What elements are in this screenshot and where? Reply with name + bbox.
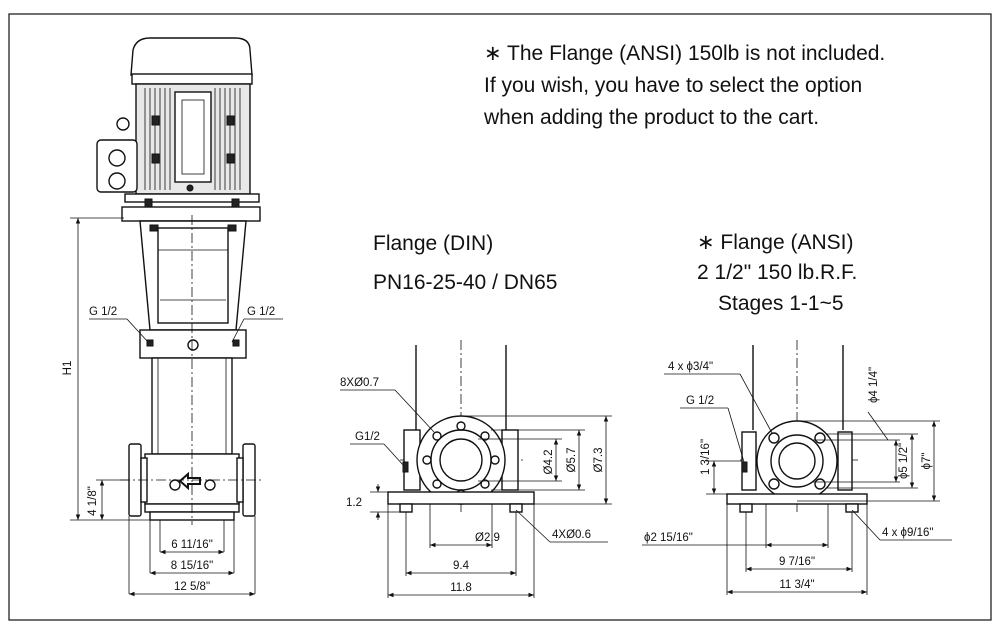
height-label: H1 [62, 361, 74, 376]
drawing-border [8, 13, 992, 621]
din-w1: 9.4 [453, 560, 470, 572]
din-w2: 11.8 [450, 582, 472, 594]
din-bolts-label: 8XØ0.7 [340, 377, 379, 389]
dim-6-11-16: 6 11/16" [171, 539, 213, 551]
ansi-title-2: 2 1/2" 150 lb.R.F. [697, 261, 857, 284]
din-d1: Ø4.2 [543, 450, 555, 475]
port-right-label: G 1/2 [247, 306, 275, 318]
motor-nameplate [174, 91, 212, 183]
ansi-port-label: G 1/2 [686, 395, 714, 407]
ansi-bolt-holes [768, 432, 826, 490]
din-port-label: G1/2 [355, 431, 380, 443]
motor-flange [121, 206, 261, 222]
din-foot-hole: Ø2.9 [475, 532, 500, 544]
ansi-base-holes: 4 x ϕ9/16" [882, 527, 933, 539]
dim-8-15-16: 8 15/16" [171, 560, 213, 572]
dim-12-5-8: 12 5/8" [174, 581, 210, 593]
din-d3: Ø7.3 [593, 448, 605, 473]
motor-cap-rim [131, 73, 253, 85]
note-line-1: ∗ The Flange (ANSI) 150lb is not include… [484, 42, 885, 65]
port-left-label: G 1/2 [89, 306, 117, 318]
din-title-2: PN16-25-40 / DN65 [373, 271, 557, 294]
ansi-d2: ϕ5 1/2" [898, 443, 910, 479]
flow-arrow [178, 471, 201, 491]
ansi-foot-dim: ϕ2 15/16" [644, 532, 693, 544]
ansi-w2: 11 3/4" [779, 579, 814, 591]
din-title-1: Flange (DIN) [373, 232, 493, 255]
ansi-d1: ϕ4 1/4" [868, 367, 880, 403]
note-block: ∗ The Flange (ANSI) 150lb is not include… [483, 42, 885, 129]
ansi-side-height: 1 3/16" [700, 439, 712, 475]
motor-cap [130, 37, 253, 76]
din-flange-view: Flange (DIN) PN16-25-40 / DN65 Ø4.2 [340, 232, 612, 598]
ansi-title-3: Stages 1-1~5 [718, 292, 844, 315]
note-line-2: If you wish, you have to select the opti… [484, 74, 862, 97]
din-base-holes: 4XØ0.6 [552, 529, 591, 541]
ansi-flange-outer [756, 420, 838, 502]
ansi-w1: 9 7/16" [779, 556, 815, 568]
din-d2: Ø5.7 [566, 448, 578, 473]
ansi-d3: ϕ7" [921, 453, 933, 470]
ansi-title-1: ∗ Flange (ANSI) [697, 231, 853, 254]
ansi-flange-view: ∗ Flange (ANSI) 2 1/2" 150 lb.R.F. Stage… [642, 231, 952, 595]
coupling-window [157, 227, 229, 324]
note-line-3: when adding the product to the cart. [483, 106, 819, 129]
din-flange-outer [416, 415, 506, 505]
din-base-height: 1.2 [346, 497, 362, 509]
ansi-base [726, 493, 868, 505]
din-base [387, 491, 535, 505]
motor-fins [144, 88, 241, 190]
flange-height-label: 4 1/8" [87, 486, 99, 516]
ansi-bolts-label: 4 x ϕ3/4" [668, 361, 713, 373]
pump-elevation-view: H1 4 1/8" G 1/2 G 1/2 6 11/16" 8 15/16" … [62, 37, 283, 597]
pump-head [139, 329, 247, 359]
